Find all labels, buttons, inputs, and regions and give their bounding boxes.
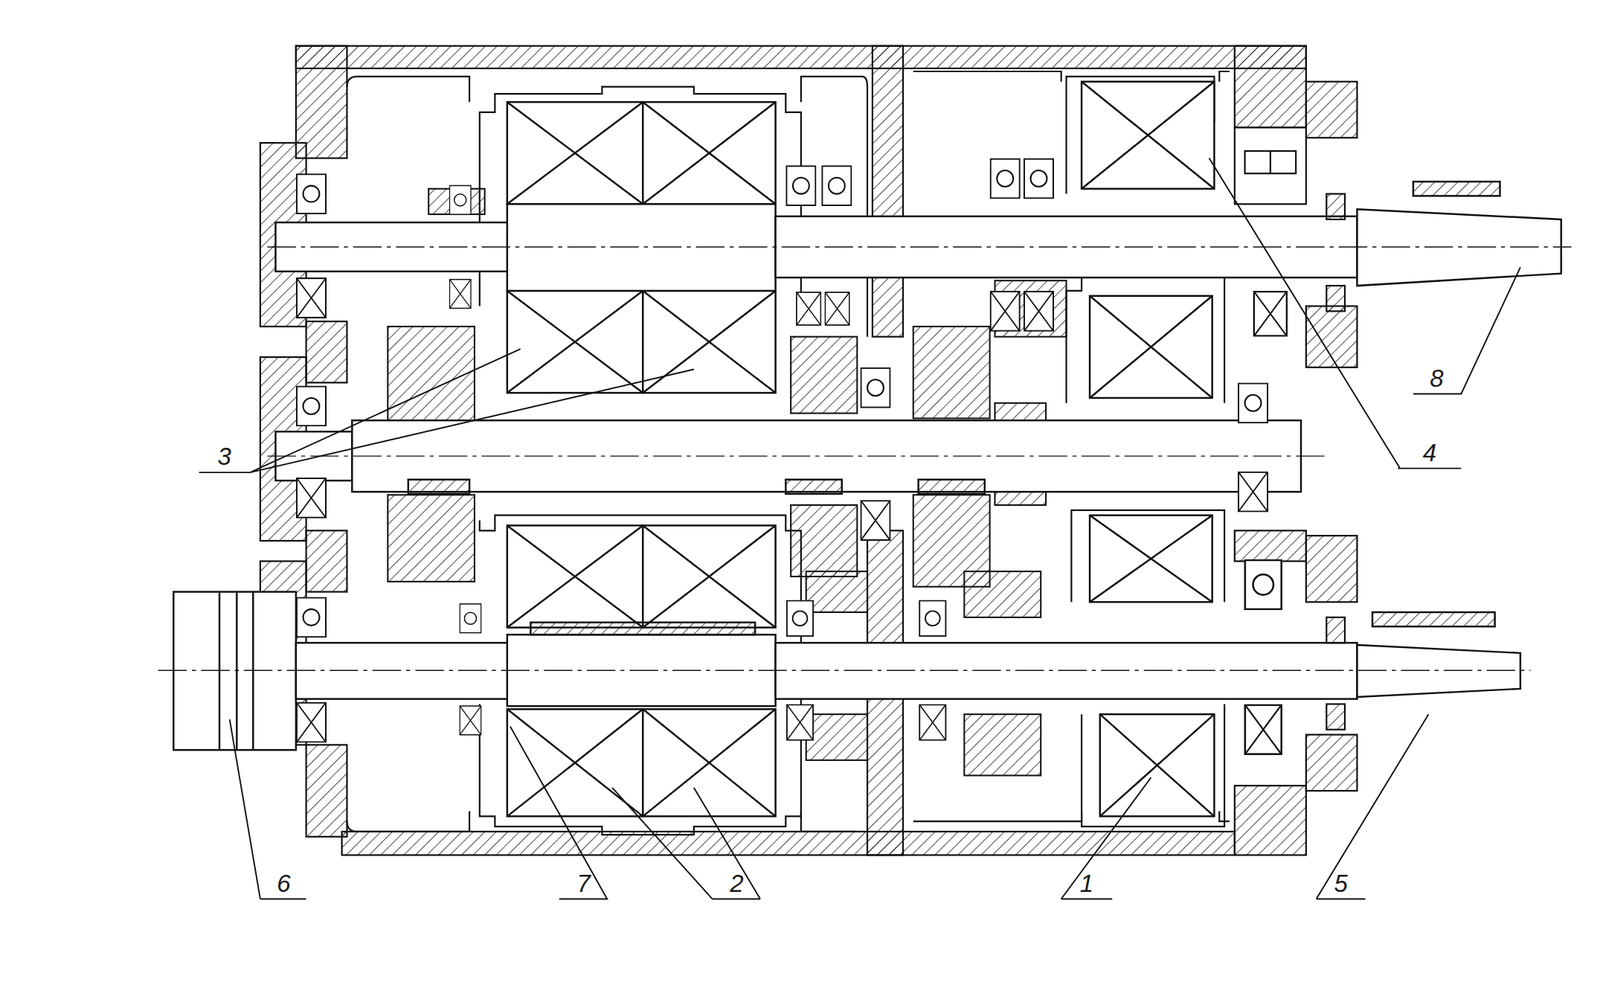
callout-number: 5	[1333, 871, 1348, 896]
callout-number: 6	[276, 871, 291, 896]
callout-number: 1	[1080, 871, 1094, 896]
leader-lines	[199, 158, 1521, 900]
centerlines	[158, 246, 1572, 671]
output-bearing	[1234, 127, 1345, 729]
shafts	[173, 181, 1561, 750]
callout-number: 7	[576, 871, 590, 896]
callout-number: 2	[729, 871, 744, 896]
housing	[260, 46, 1358, 856]
callout-number: 4	[1422, 440, 1437, 465]
callout-number: 8	[1429, 365, 1444, 391]
callout-number: 3	[217, 444, 232, 469]
